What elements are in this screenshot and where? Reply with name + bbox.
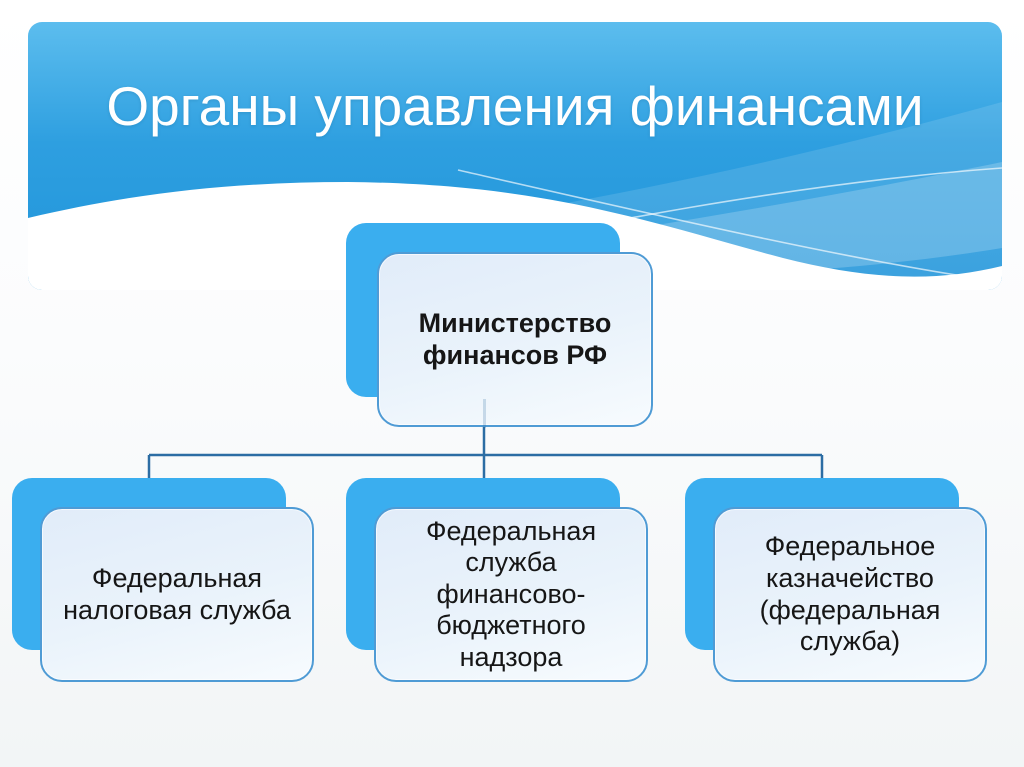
node-front-card: Министерство финансов РФ bbox=[377, 252, 653, 427]
org-node-ministry: Министерство финансов РФ bbox=[346, 223, 1006, 433]
slide-title: Органы управления финансами bbox=[106, 75, 924, 137]
node-front-card: Федеральное казначейство (федеральная сл… bbox=[713, 507, 987, 682]
node-label: Федеральное казначейство (федеральная сл… bbox=[759, 531, 941, 657]
node-label: Министерство финансов РФ bbox=[418, 307, 612, 370]
org-node-treasury: Федеральное казначейство (федеральная сл… bbox=[685, 478, 995, 688]
node-label: Федеральная налоговая служба bbox=[63, 562, 291, 625]
node-label: Федеральная служба финансово- бюджетного… bbox=[425, 515, 597, 672]
org-node-budget-supervision: Федеральная служба финансово- бюджетного… bbox=[346, 478, 656, 688]
node-front-card: Федеральная служба финансово- бюджетного… bbox=[374, 507, 648, 682]
node-front-card: Федеральная налоговая служба bbox=[40, 507, 314, 682]
org-node-tax-service: Федеральная налоговая служба bbox=[12, 478, 322, 688]
connector-ghost-line bbox=[483, 399, 486, 428]
